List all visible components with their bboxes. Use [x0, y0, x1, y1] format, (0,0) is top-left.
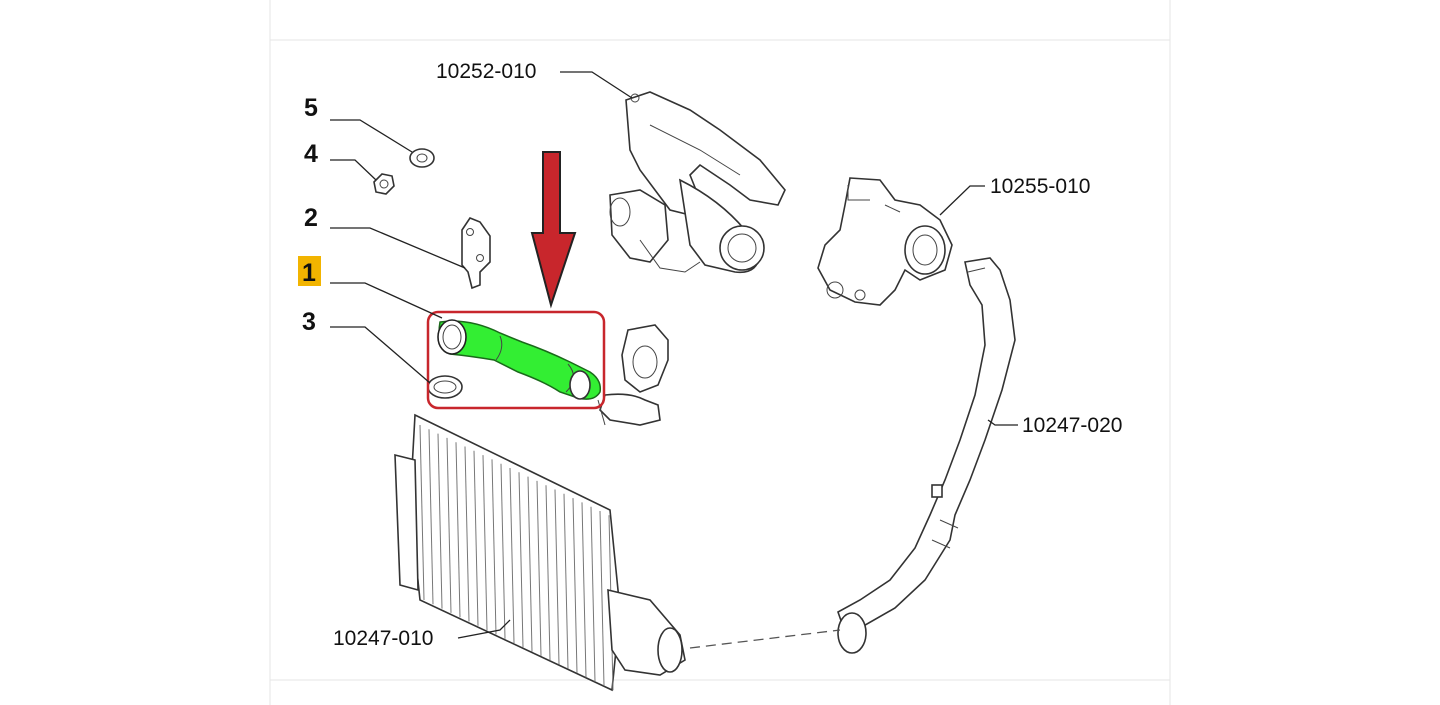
- intercooler-fin: [545, 485, 551, 661]
- callout-10252-010: 10252-010: [436, 60, 536, 83]
- turbo-manifold-part[interactable]: [609, 91, 786, 274]
- intercooler-fin: [518, 472, 524, 648]
- intercooler-fin: [536, 480, 542, 656]
- hose-flange-adapter-part[interactable]: [597, 324, 669, 426]
- ref-number-3[interactable]: 3: [302, 308, 316, 336]
- selected-ref-badge: [298, 256, 321, 286]
- intercooler-fin: [509, 467, 515, 644]
- intercooler-fin: [527, 476, 533, 652]
- intercooler-fin: [437, 433, 443, 609]
- charge-pipe-10247-020-part[interactable]: [837, 257, 1016, 654]
- intercooler-fin: [491, 459, 497, 635]
- intercooler-fin: [455, 442, 461, 618]
- callout-10247-010: 10247-010: [333, 627, 433, 650]
- ref-number-4[interactable]: 4: [304, 140, 318, 168]
- intercooler-fin: [473, 450, 479, 626]
- intercooler-part[interactable]: [394, 413, 841, 692]
- intercooler-fin: [563, 493, 569, 669]
- ref-number-1[interactable]: 1: [302, 259, 316, 287]
- intercooler-fin: [428, 429, 434, 605]
- intercooler-fin: [464, 446, 470, 622]
- callout-10247-020: 10247-020: [1022, 414, 1122, 437]
- hose-inlet: [437, 319, 467, 355]
- intercooler-fin: [590, 506, 596, 682]
- intercooler-fin: [572, 498, 578, 674]
- background-grid: [269, 0, 1171, 705]
- highlight-frame: [426, 310, 606, 410]
- intercooler-fin: [482, 455, 488, 631]
- ref-number-5[interactable]: 5: [304, 94, 318, 122]
- intercooler-fin: [419, 424, 425, 601]
- leader-lines: [330, 71, 1018, 639]
- bracket-part-2[interactable]: [461, 217, 491, 290]
- throttle-body-part[interactable]: [817, 177, 953, 306]
- ref-number-2[interactable]: 2: [304, 204, 318, 232]
- intercooler-fin: [554, 489, 560, 665]
- intercooler-fin: [500, 463, 506, 639]
- intercooler-fin: [599, 510, 605, 687]
- intercooler-fins: [419, 424, 614, 691]
- clamp-part-3[interactable]: [427, 375, 463, 399]
- intercooler-fin: [581, 502, 587, 678]
- down-arrow-icon: [530, 151, 577, 309]
- callout-10255-010: 10255-010: [990, 175, 1090, 198]
- nut-part-4[interactable]: [373, 173, 395, 195]
- intercooler-hose-part-1[interactable]: [437, 319, 602, 400]
- washer-part-5[interactable]: [409, 148, 435, 168]
- intercooler-fin: [446, 437, 452, 613]
